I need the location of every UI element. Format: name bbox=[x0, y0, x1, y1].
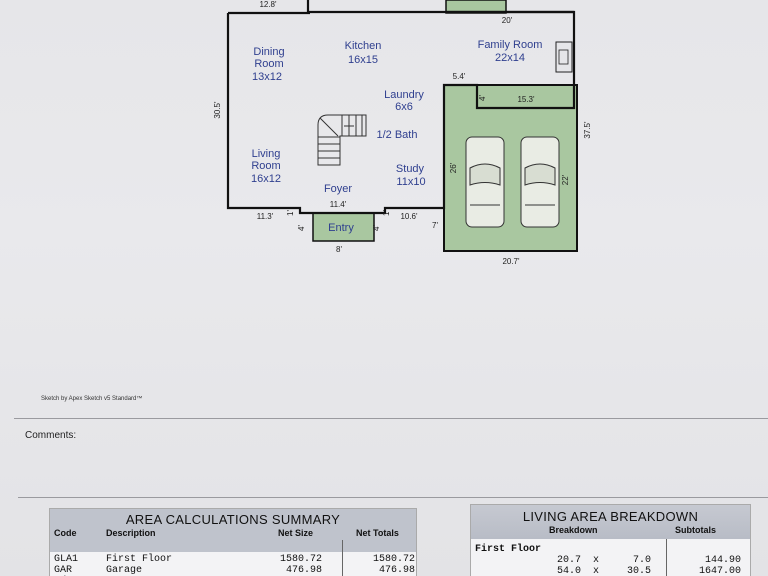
entry-area bbox=[312, 212, 375, 242]
cell-a: 54.0 bbox=[556, 566, 581, 576]
divider-bottom bbox=[18, 497, 768, 498]
dim-foyer-width: 11.4' bbox=[330, 200, 347, 209]
col-subtotals: Subtotals bbox=[675, 525, 717, 535]
living-area-panel: LIVING AREA BREAKDOWN Breakdown Subtotal… bbox=[470, 504, 751, 576]
living-area-rows: 20.7 x 7.0 144.90 54.0 x 30.5 1647.00 bbox=[471, 555, 750, 576]
laundry-size: 6x6 bbox=[395, 101, 413, 113]
living-room-size: 16x12 bbox=[251, 173, 281, 185]
dim-garage-bottom: 20.7' bbox=[502, 257, 520, 266]
dim-family-step: 5.4' bbox=[453, 72, 466, 81]
area-summary-row: GAR Garage 476.98 476.98 bbox=[50, 565, 416, 576]
family-room-size: 22x14 bbox=[495, 52, 525, 64]
cell-description: First Floor bbox=[106, 554, 173, 565]
dim-entry-width: 8' bbox=[336, 245, 342, 254]
area-summary-row: GLA1 First Floor 1580.72 1580.72 bbox=[50, 554, 416, 565]
cell-subtotal: 144.90 bbox=[704, 555, 741, 566]
dim-garage-offset: 7' bbox=[432, 221, 438, 230]
cell-code: GAR bbox=[54, 565, 73, 576]
area-summary-panel: AREA CALCULATIONS SUMMARY Code Descripti… bbox=[49, 508, 417, 576]
col-net-totals: Net Totals bbox=[356, 528, 399, 538]
living-area-title: LIVING AREA BREAKDOWN bbox=[522, 509, 699, 524]
dim-entry-left-depth: 4' bbox=[297, 225, 306, 231]
dim-left: 30.5' bbox=[213, 101, 222, 119]
study-label: Study bbox=[396, 163, 425, 175]
half-bath-label: 1/2 Bath bbox=[377, 129, 418, 141]
stairs bbox=[317, 114, 367, 166]
dim-garage-left: 26' bbox=[449, 162, 458, 173]
cell-description: Garage bbox=[106, 565, 143, 576]
dim-right: 37.5' bbox=[583, 121, 592, 139]
sketch-credit: Sketch by Apex Sketch v5 Standard™ bbox=[41, 396, 143, 402]
study-size: 11x10 bbox=[396, 176, 425, 188]
cell-b: 30.5 bbox=[626, 566, 651, 576]
fireplace bbox=[555, 41, 573, 73]
dim-entry-right-depth: 4' bbox=[372, 225, 381, 231]
area-summary-title: AREA CALCULATIONS SUMMARY bbox=[125, 512, 341, 527]
house-outline bbox=[226, 0, 576, 215]
cell-net-total: 476.98 bbox=[378, 565, 415, 576]
cell-b: 7.0 bbox=[632, 555, 651, 566]
kitchen-size: 16x15 bbox=[348, 54, 378, 66]
dim-top-left: 12.8' bbox=[259, 0, 277, 9]
dim-bottom-right: 10.6' bbox=[400, 212, 418, 221]
cell-op: x bbox=[593, 566, 600, 576]
dim-entry-right-small: 1' bbox=[382, 210, 391, 216]
laundry-label: Laundry bbox=[384, 89, 424, 101]
living-area-row: 20.7 x 7.0 144.90 bbox=[471, 555, 750, 566]
car-left bbox=[465, 136, 505, 228]
cell-subtotal: 1647.00 bbox=[698, 566, 741, 576]
dining-room-size: 13x12 bbox=[252, 71, 282, 83]
cell-a: 20.7 bbox=[556, 555, 581, 566]
divider-top bbox=[14, 418, 768, 419]
col-description: Description bbox=[106, 528, 156, 538]
cell-op: x bbox=[593, 555, 600, 566]
dim-top-right: 20' bbox=[502, 16, 513, 25]
family-room-label: Family Room bbox=[478, 39, 543, 51]
cell-net-size: 1580.72 bbox=[279, 554, 322, 565]
dim-family-step-vert: 4' bbox=[478, 95, 487, 101]
car-right bbox=[520, 136, 560, 228]
col-net-size: Net Size bbox=[278, 528, 314, 538]
col-breakdown: Breakdown bbox=[549, 525, 598, 535]
dim-bottom-left: 11.3' bbox=[257, 212, 274, 221]
cell-code: GLA1 bbox=[54, 554, 79, 565]
foyer-label: Foyer bbox=[324, 183, 352, 195]
cell-net-size: 476.98 bbox=[285, 565, 322, 576]
living-area-row: 54.0 x 30.5 1647.00 bbox=[471, 566, 750, 576]
dim-entry-left-small: 1' bbox=[286, 210, 295, 216]
dim-garage-top: 15.3' bbox=[517, 95, 535, 104]
entry-label: Entry bbox=[328, 222, 354, 234]
cell-net-total: 1580.72 bbox=[372, 554, 415, 565]
kitchen-label: Kitchen bbox=[345, 40, 382, 52]
col-code: Code bbox=[54, 528, 77, 538]
dim-garage-right: 22' bbox=[561, 174, 570, 185]
comments-label: Comments: bbox=[25, 430, 77, 441]
living-section-label: First Floor bbox=[475, 544, 542, 555]
